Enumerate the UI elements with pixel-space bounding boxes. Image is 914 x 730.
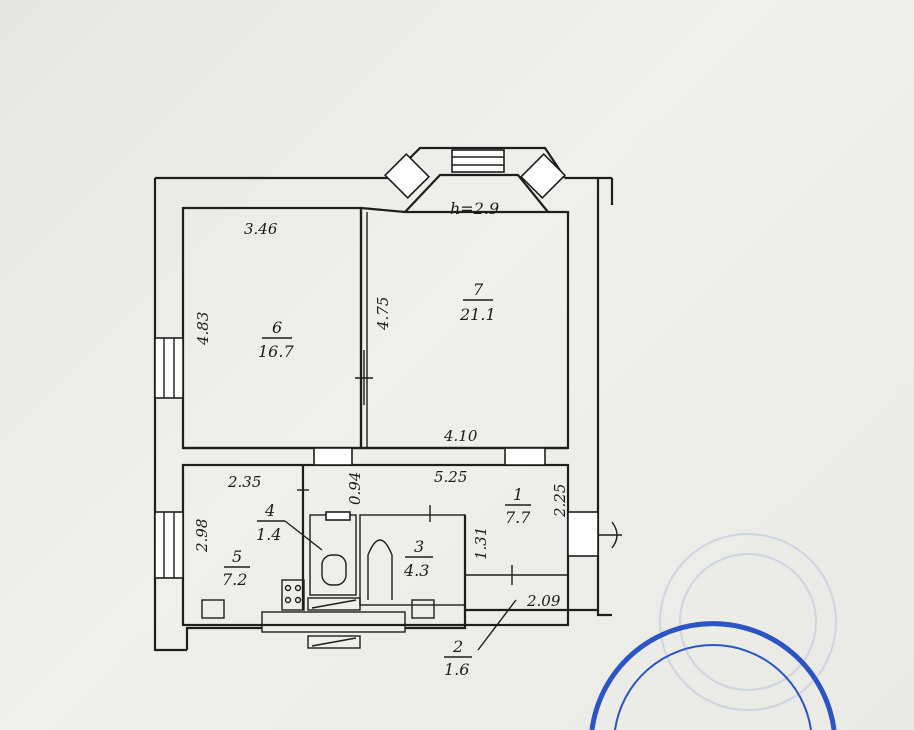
room-4-door — [325, 511, 351, 521]
sink-left — [201, 599, 225, 619]
bay-window-center — [451, 149, 505, 173]
sink-right — [411, 599, 435, 619]
room-6-window — [154, 337, 184, 399]
room-6-number: 6 — [272, 318, 282, 337]
dim-corridor-width: 5.25 — [434, 468, 467, 486]
room-1-number: 1 — [513, 485, 523, 504]
room-3-number: 3 — [414, 537, 424, 556]
room-3-outline — [359, 514, 466, 606]
bottom-band — [261, 611, 406, 633]
room-7-area: 21.1 — [459, 305, 496, 324]
room-3-area: 4.3 — [403, 561, 429, 580]
room-2-leader — [477, 599, 517, 651]
room-2-number: 2 — [452, 637, 463, 656]
dim-room5-height: 2.98 — [193, 519, 211, 553]
dim-room4-depth: 0.94 — [346, 472, 364, 505]
stove — [281, 579, 305, 611]
blue-stamp-inner — [614, 644, 812, 730]
dim-room6-width: 3.46 — [244, 220, 278, 238]
entrance-door — [567, 511, 599, 557]
dim-room6-height: 4.83 — [194, 312, 212, 346]
room-4-number: 4 — [264, 501, 275, 520]
bay-window-right — [519, 152, 567, 200]
outer-walls — [153, 176, 614, 652]
dim-room2-width: 2.09 — [526, 592, 561, 610]
bay-window — [383, 146, 567, 213]
room-5-window — [154, 511, 184, 579]
dim-room1-height: 2.25 — [551, 484, 569, 518]
faded-stamp — [659, 533, 837, 711]
room-7-outline — [360, 206, 570, 450]
bathtub — [367, 539, 393, 600]
room-1-area: 7.7 — [505, 508, 531, 527]
door-corridor-7 — [504, 447, 546, 466]
room-7-number: 7 — [473, 280, 484, 299]
dim-room7-width: 4.10 — [443, 427, 478, 445]
door-corridor-6 — [313, 447, 353, 466]
dim-room5-width: 2.35 — [227, 473, 261, 491]
blue-stamp — [589, 621, 837, 730]
ceiling-height: h=2.9 — [450, 199, 499, 218]
vent-top — [307, 597, 361, 611]
room-4-area: 1.4 — [256, 525, 281, 544]
room-2-area: 1.6 — [444, 660, 469, 679]
room-5-number: 5 — [232, 547, 242, 566]
vent-bottom — [307, 635, 361, 649]
dim-room7-height: 4.75 — [374, 297, 392, 331]
dim-room3-height: 1.31 — [472, 527, 490, 560]
faded-stamp-inner — [679, 553, 817, 691]
toilet — [321, 554, 347, 586]
room-6-area: 16.7 — [258, 342, 294, 361]
bay-window-left — [383, 152, 431, 200]
room-5-area: 7.2 — [222, 570, 247, 589]
